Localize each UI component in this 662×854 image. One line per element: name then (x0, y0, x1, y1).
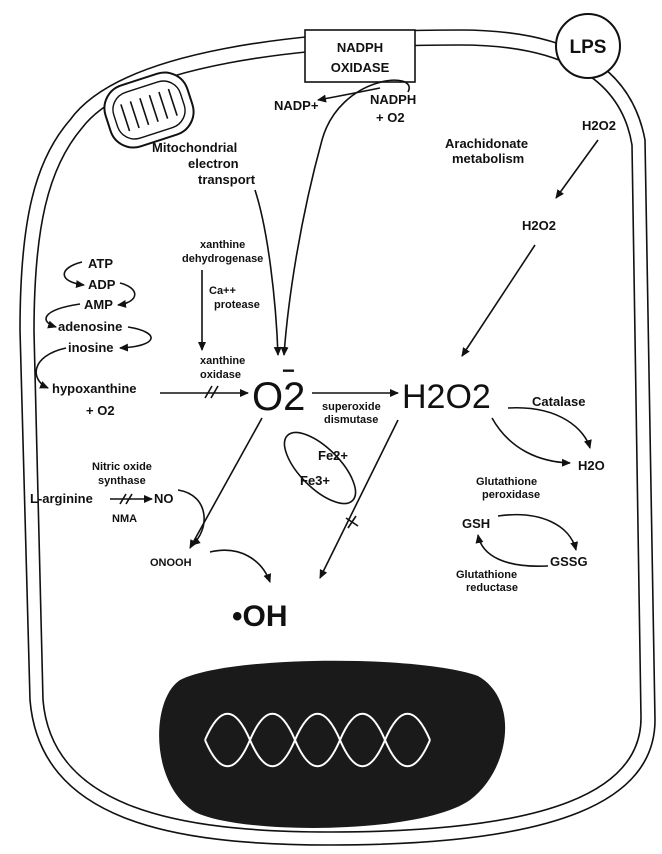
inosine-label: inosine (68, 340, 114, 355)
superoxide-charge: − (282, 358, 295, 383)
sod-label-2: dismutase (324, 414, 378, 426)
sod-label-1: superoxide (322, 401, 381, 413)
h2o2-main-label: H2O2 (402, 378, 491, 416)
nadph-o2-label: + O2 (376, 110, 405, 125)
arrow-mito-to-superoxide (255, 190, 278, 355)
hypoxanthine-o2-label: + O2 (86, 403, 115, 418)
gr-label-1: Glutathione (456, 569, 517, 581)
nadph-oxidase-box: NADPH OXIDASE (305, 30, 415, 82)
nadph-oxidase-line2: OXIDASE (331, 60, 390, 75)
mito-transport-label-3: transport (198, 172, 256, 187)
amp-label: AMP (84, 297, 113, 312)
arrow-adp-amp (118, 283, 135, 305)
h2o-label: H2O (578, 458, 605, 473)
adp-label: ADP (88, 277, 116, 292)
xanthine-dh-label-1: xanthine (200, 239, 245, 251)
arrow-gpx-to-h2o (492, 418, 570, 463)
gssg-label: GSSG (550, 554, 588, 569)
hydroxyl-radical-label: •OH (232, 600, 288, 633)
ca-protease-label-1: Ca++ (209, 285, 236, 297)
xanthine-dh-label-2: dehydrogenase (182, 253, 263, 265)
inhibition-mark (205, 386, 218, 398)
arrow-adenosine-inosine (120, 327, 151, 348)
hypoxanthine-label: hypoxanthine (52, 381, 137, 396)
arrow-gssg-to-gsh (478, 535, 548, 566)
ca-protease-label-2: protease (214, 299, 260, 311)
mito-transport-label-2: electron (188, 156, 239, 171)
arrow-catalase (508, 408, 590, 448)
nadph-oxidase-line1: NADPH (337, 40, 383, 55)
nadp-plus-label: NADP+ (274, 98, 319, 113)
superoxide-label: O2 (252, 375, 305, 419)
arrow-gsh-to-gssg (498, 515, 576, 550)
gpx-label-2: peroxidase (482, 489, 540, 501)
arrow-oncooh-to-oh (210, 550, 270, 582)
nos-label-1: Nitric oxide (92, 461, 152, 473)
arachidonate-label-2: metabolism (452, 151, 524, 166)
lps-label: LPS (570, 37, 607, 58)
oncooh-label: ONOOH (150, 557, 192, 569)
arachidonate-label-1: Arachidonate (445, 136, 528, 151)
adenosine-label: adenosine (58, 319, 122, 334)
gpx-label-1: Glutathione (476, 476, 537, 488)
lps-badge: LPS (556, 14, 620, 78)
nucleus (159, 661, 505, 828)
fe2-label: Fe2+ (318, 448, 348, 463)
fe3-label: Fe3+ (300, 473, 330, 488)
mito-transport-label-1: Mitochondrial (152, 140, 237, 155)
h2o2-inner: H2O2 (522, 218, 556, 233)
gsh-label: GSH (462, 516, 490, 531)
arrow-h2o2-to-oh (320, 420, 398, 578)
atp-label: ATP (88, 256, 113, 271)
nadph-label: NADPH (370, 92, 416, 107)
l-arginine-label: L-arginine (30, 491, 93, 506)
h2o2-extracellular: H2O2 (582, 118, 616, 133)
nos-label-2: synthase (98, 475, 146, 487)
arrow-atp-adp (64, 262, 84, 285)
iron-cycle-ellipse (273, 421, 366, 514)
xanthine-oxidase-label-2: oxidase (200, 369, 241, 381)
arrow-no-to-oncooh (178, 490, 204, 545)
arrow-h2o2-extra-to-inner (556, 140, 598, 198)
arrow-superoxide-to-oncooh (190, 418, 262, 548)
no-label: NO (154, 491, 174, 506)
gr-label-2: reductase (466, 582, 518, 594)
nma-label: NMA (112, 513, 137, 525)
arrow-h2o2-inner-to-main (462, 245, 535, 356)
catalase-label: Catalase (532, 394, 585, 409)
xanthine-oxidase-label-1: xanthine (200, 355, 245, 367)
